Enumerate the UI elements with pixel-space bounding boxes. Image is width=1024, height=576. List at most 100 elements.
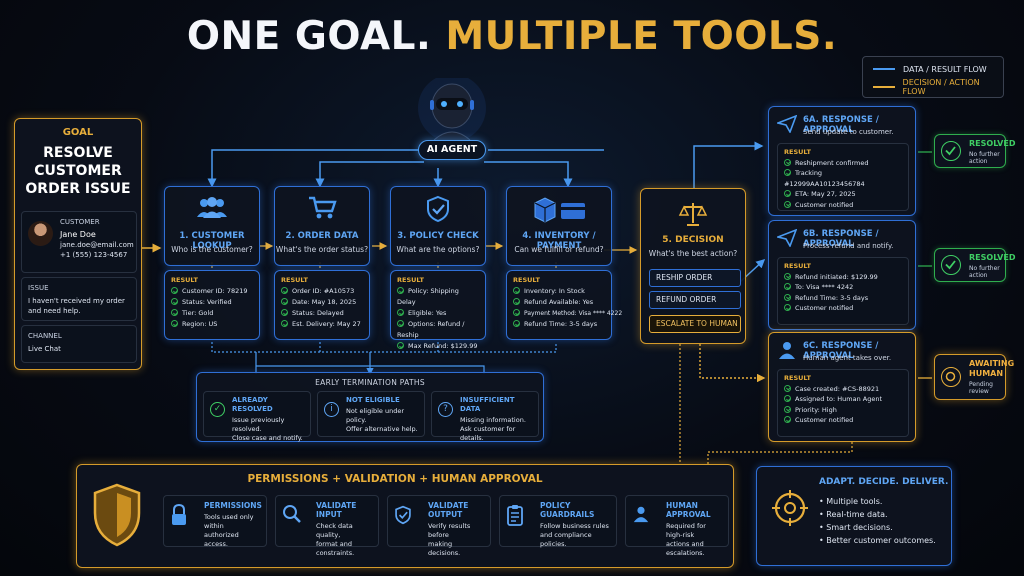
result-line: Payment Method: Visa **** 4222: [513, 308, 622, 319]
channel-heading: CHANNEL: [28, 332, 62, 340]
avatar: [28, 221, 53, 246]
tool-question: What's the order status?: [275, 245, 369, 254]
result-line: Refund Available: Yes: [513, 297, 605, 308]
response-6c: 6C. RESPONSE / APPROVAL Human agent take…: [768, 332, 916, 442]
result-line: Customer ID: 78219: [171, 286, 253, 297]
list-item: Multiple tools.: [819, 495, 936, 508]
tool-question: Who is the customer?: [171, 245, 253, 254]
goal-text-line-3: ORDER ISSUE: [25, 181, 131, 197]
result-label: RESULT: [397, 276, 424, 284]
check-icon: [397, 342, 404, 349]
check-icon: [397, 320, 404, 327]
result-line: Inventory: In Stock: [513, 286, 605, 297]
list-item: Smart decisions.: [819, 521, 936, 534]
result-line: Policy: Shipping Delay: [397, 287, 459, 306]
check-icon: [281, 287, 288, 294]
check-icon: [513, 320, 520, 327]
permission-permissions: PERMISSIONS Tools used only within autho…: [163, 495, 267, 548]
users-icon: [165, 195, 259, 225]
robot-head-icon: [418, 74, 486, 142]
result-line: Status: Verified: [171, 297, 253, 308]
tool-name: 1. CUSTOMER LOOKUP: [179, 231, 245, 251]
early-termination-panel: EARLY TERMINATION PATHS ✓ ALREADY RESOLV…: [196, 372, 544, 442]
outcome-awaiting-human: AWAITING HUMAN Pending review: [934, 354, 1014, 400]
title-part-1: ONE GOAL.: [186, 14, 432, 59]
person-icon: [632, 504, 650, 529]
goal-text-line-2: CUSTOMER: [34, 163, 122, 179]
result-line: Eligible: Yes: [397, 308, 479, 319]
list-item: Better customer outcomes.: [819, 534, 935, 547]
result-line: Order ID: #A10573: [281, 286, 363, 297]
adapt-title: ADAPT. DECIDE. DELIVER.: [819, 477, 949, 487]
decision-question: What's the best action?: [648, 249, 738, 258]
check-icon: [171, 309, 178, 316]
lock-icon: [170, 503, 188, 531]
tool-result-inventory: RESULT Inventory: In Stock Refund Availa…: [506, 270, 622, 340]
shield-icon: [91, 483, 143, 551]
ai-agent: AI AGENT: [412, 74, 492, 164]
tool-result-policy: RESULT Policy: Shipping Delay Eligible: …: [390, 270, 486, 350]
result-line: Tier: Gold: [171, 308, 253, 319]
tool-policy-check: 3. POLICY CHECK What are the options?: [390, 186, 486, 266]
check-icon: [171, 287, 178, 294]
response-desc: Process refund and notify.: [803, 242, 894, 250]
result-label: RESULT: [784, 148, 811, 156]
outcome-sub: No further action: [969, 265, 1000, 279]
check-icon: [784, 405, 791, 413]
result-line: Status: Delayed: [281, 308, 363, 319]
check-icon: [784, 158, 791, 166]
goal-label: GOAL: [62, 127, 94, 138]
outcome-heading: RESOLVED: [969, 139, 1016, 148]
result-label: RESULT: [784, 262, 811, 270]
check-icon: [281, 309, 288, 316]
check-circle-icon: [941, 255, 961, 275]
tool-name: 2. ORDER DATA: [285, 231, 359, 241]
permission-policy-guardrails: POLICY GUARDRAILS Follow business rules …: [499, 495, 617, 548]
check-icon: [513, 309, 520, 316]
paper-plane-icon: [775, 114, 798, 137]
check-icon: [171, 320, 178, 327]
shield-check-icon: [394, 504, 412, 531]
paper-plane-icon: [775, 228, 798, 251]
option-refund[interactable]: REFUND ORDER: [649, 291, 741, 309]
option-escalate[interactable]: ESCALATE TO HUMAN: [649, 315, 741, 333]
response-name: 6C. RESPONSE / APPROVAL: [803, 341, 879, 361]
check-icon: [784, 283, 791, 290]
blue-line-swatch: [873, 68, 895, 70]
channel-card: CHANNEL Live Chat: [21, 325, 137, 363]
legend: DATA / RESULT FLOW DECISION / ACTION FLO…: [862, 56, 1004, 98]
permission-validate-input: VALIDATE INPUT Check data quality, forma…: [275, 495, 379, 557]
permission-human-approval: HUMAN APPROVAL Required for high-risk ac…: [625, 495, 729, 557]
customer-heading: CUSTOMER: [60, 218, 100, 226]
permissions-panel: PERMISSIONS + VALIDATION + HUMAN APPROVA…: [76, 464, 734, 568]
cart-icon: [275, 195, 369, 227]
tool-result-customer: RESULT Customer ID: 78219 Status: Verifi…: [164, 270, 260, 340]
customer-name: Jane Doe: [60, 230, 96, 239]
target-icon: [941, 367, 961, 387]
response-name: 6B. RESPONSE / APPROVAL: [803, 229, 879, 249]
goal-text: RESOLVE CUSTOMER ORDER ISSUE: [15, 144, 141, 198]
scales-icon: [641, 201, 745, 231]
check-circle-icon: ✓: [210, 402, 225, 417]
tool-question: What are the options?: [396, 245, 480, 254]
decision-name: 5. DECISION: [662, 235, 724, 245]
check-icon: [784, 293, 791, 301]
magnifier-icon: [282, 504, 302, 529]
outcome-heading-line-2: HUMAN: [969, 369, 1004, 378]
response-6a: 6A. RESPONSE / APPROVAL Send update to c…: [768, 106, 916, 216]
goal-text-line-1: RESOLVE: [43, 145, 113, 161]
adapt-bullets: Multiple tools. Real-time data. Smart de…: [819, 495, 936, 547]
issue-text: I haven't received my order and need hel…: [28, 297, 125, 315]
check-icon: [784, 272, 791, 280]
customer-email: jane.doe@email.com: [60, 241, 134, 249]
channel-text: Live Chat: [28, 345, 61, 353]
question-icon: ?: [438, 402, 453, 417]
option-reship[interactable]: RESHIP ORDER: [649, 269, 741, 287]
permission-validate-output: VALIDATE OUTPUT Verify results before ma…: [387, 495, 491, 557]
tool-inventory-payment: 4. INVENTORY / PAYMENT Can we fulfill or…: [506, 186, 612, 266]
gold-line-swatch: [873, 86, 895, 88]
response-desc: Human agent takes over.: [803, 354, 892, 362]
crosshair-target-icon: [771, 489, 809, 531]
result-line: Region: US: [171, 319, 253, 330]
customer-phone: +1 (555) 123-4567: [60, 251, 128, 259]
